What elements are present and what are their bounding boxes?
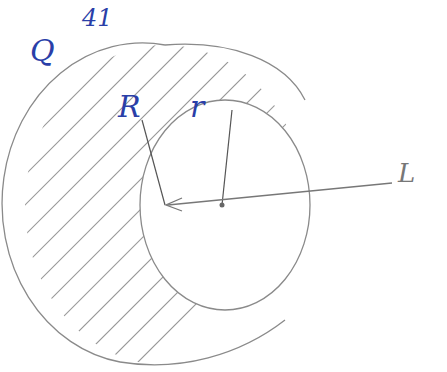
- problem-number: 41: [82, 6, 113, 30]
- charge-label: Q: [30, 36, 55, 66]
- outer-radius-label: R: [118, 92, 141, 122]
- length-label: L: [398, 160, 415, 186]
- center-dot: [220, 203, 225, 208]
- outer-rim-top: [165, 44, 305, 100]
- axis-line: [168, 183, 392, 205]
- inner-radius-label: r: [190, 92, 204, 122]
- inner-radius-line: [222, 110, 232, 205]
- axis-arrowhead: [166, 198, 182, 211]
- inner-bore: [140, 100, 310, 310]
- outer-radius-line: [142, 120, 165, 205]
- outer-rim-bottom: [120, 320, 285, 365]
